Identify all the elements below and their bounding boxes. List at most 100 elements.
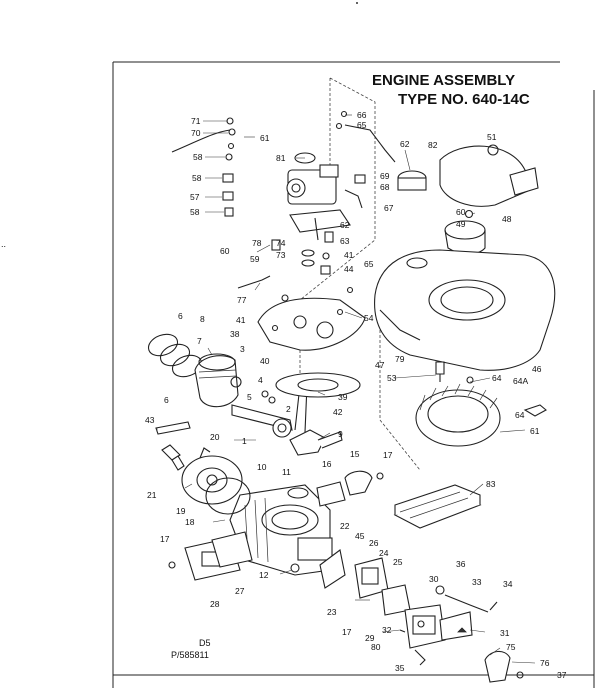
footer-reference: P/585811 — [171, 650, 209, 660]
throttle-small-parts — [237, 217, 334, 302]
callout-60: 60 — [456, 207, 466, 217]
callout-31: 31 — [500, 628, 510, 638]
callout-76: 76 — [540, 658, 550, 668]
callout-17: 17 — [383, 450, 393, 460]
callout-64: 64 — [515, 410, 525, 420]
callout-58: 58 — [190, 207, 200, 217]
callout-29: 29 — [365, 633, 375, 643]
callout-34: 34 — [503, 579, 513, 589]
callout-40: 40 — [260, 356, 270, 366]
callout-33: 33 — [472, 577, 482, 587]
callout-17: 17 — [160, 534, 170, 544]
spark-plug — [155, 421, 191, 471]
scan-dot — [356, 2, 358, 4]
callout-15: 15 — [350, 449, 360, 459]
callout-7: 7 — [197, 336, 202, 346]
callout-64a: 64A — [513, 376, 528, 386]
piston — [194, 353, 242, 408]
callout-19: 19 — [176, 506, 186, 516]
callout-25: 25 — [393, 557, 403, 567]
callout-28: 28 — [210, 599, 220, 609]
callout-68: 68 — [380, 182, 390, 192]
callout-67: 67 — [384, 203, 394, 213]
callout-23: 23 — [327, 607, 337, 617]
callout-65: 65 — [364, 259, 374, 269]
callout-61: 61 — [260, 133, 270, 143]
crankshaft — [275, 372, 361, 456]
stray-dots: .. — [1, 239, 6, 249]
governor-linkage — [335, 110, 396, 209]
callout-24: 24 — [379, 548, 389, 558]
callout-65: 65 — [357, 120, 367, 130]
callout-38: 38 — [230, 329, 240, 339]
callout-60: 60 — [220, 246, 230, 256]
callout-22: 22 — [340, 521, 350, 531]
callout-21: 21 — [147, 490, 157, 500]
callout-58: 58 — [193, 152, 203, 162]
diagram-title-line2: TYPE NO. 640-14C — [398, 91, 530, 108]
callout-1: 1 — [242, 436, 247, 446]
callout-27: 27 — [235, 586, 245, 596]
exhaust-parts — [319, 549, 411, 616]
fuel-tank-shroud — [374, 249, 556, 371]
carburetor — [286, 152, 351, 233]
callout-45: 45 — [355, 531, 365, 541]
callout-75: 75 — [506, 642, 516, 652]
callout-26: 26 — [369, 538, 379, 548]
callout-41: 41 — [344, 250, 354, 260]
callout-71: 71 — [191, 116, 201, 126]
callout-37: 37 — [557, 670, 567, 680]
callout-17: 17 — [342, 627, 352, 637]
callout-62: 62 — [400, 139, 410, 149]
callout-42: 42 — [333, 407, 343, 417]
intake-plate — [257, 286, 366, 351]
callout-64: 64 — [492, 373, 502, 383]
carburetor-lower — [399, 604, 446, 666]
callout-18: 18 — [185, 517, 195, 527]
callout-32: 32 — [382, 625, 392, 635]
callout-70: 70 — [191, 128, 201, 138]
cylinder-block — [229, 484, 333, 576]
callout-82: 82 — [428, 140, 438, 150]
callout-74: 74 — [276, 238, 286, 248]
callout-12: 12 — [259, 570, 269, 580]
callout-54: 54 — [364, 313, 374, 323]
footer-code: D5 — [199, 638, 211, 648]
callout-30: 30 — [429, 574, 439, 584]
callout-79: 79 — [395, 354, 405, 364]
air-filter — [393, 484, 482, 529]
reed-valve-parts — [287, 470, 384, 507]
callout-11: 11 — [282, 467, 291, 477]
callout-2: 2 — [286, 404, 291, 414]
callout-5: 5 — [247, 392, 252, 402]
callout-66: 66 — [357, 110, 367, 120]
callout-labels: 71 70 61 58 58 57 58 66 65 62 82 51 81 6… — [145, 110, 567, 680]
callout-9: 9 — [338, 429, 343, 439]
callout-35: 35 — [395, 663, 405, 673]
callout-46: 46 — [532, 364, 542, 374]
callout-69: 69 — [380, 171, 390, 181]
callout-47: 47 — [375, 360, 385, 370]
starter-cup-parts — [439, 611, 524, 683]
callout-8: 8 — [200, 314, 205, 324]
leader-lines — [156, 114, 536, 664]
callout-83: 83 — [486, 479, 496, 489]
guide-line-carb — [299, 77, 376, 301]
diagram-title-line1: ENGINE ASSEMBLY — [372, 72, 515, 89]
callout-6: 6 — [164, 395, 169, 405]
callout-73: 73 — [276, 250, 286, 260]
flywheel — [415, 361, 547, 447]
choke-rod — [435, 585, 498, 613]
connecting-rod — [231, 390, 293, 438]
callout-20: 20 — [210, 432, 220, 442]
callout-36: 36 — [456, 559, 466, 569]
crankcase-cover — [181, 447, 251, 515]
callout-61: 61 — [530, 426, 540, 436]
callout-57: 57 — [190, 192, 200, 202]
callout-43: 43 — [145, 415, 155, 425]
callout-4: 4 — [258, 375, 263, 385]
callout-62: 62 — [340, 220, 350, 230]
callout-41: 41 — [236, 315, 246, 325]
